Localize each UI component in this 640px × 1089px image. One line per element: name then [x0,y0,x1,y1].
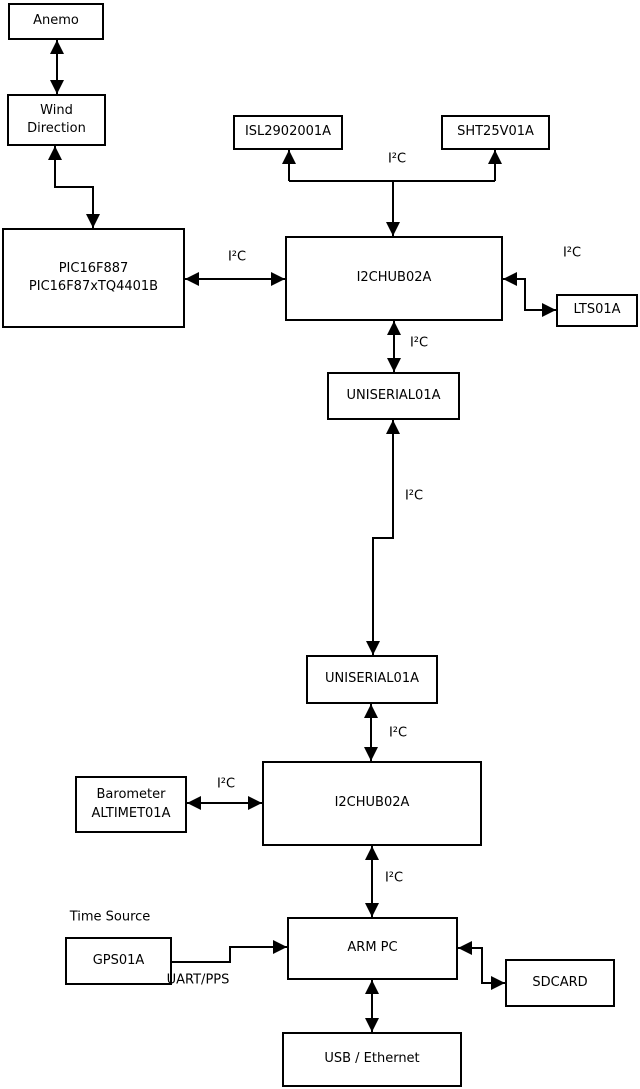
edge-label-i2c-hub2-armpc: I²C [384,870,404,886]
node-isl2902001a: ISL2902001A [233,115,343,150]
connector-winddirection-pic [48,146,100,228]
edge-label-i2c-top-branch: I²C [387,151,407,167]
node-usb-ethernet: USB / Ethernet [282,1032,462,1087]
edge-label-i2c-hub1-lts: I²C [562,245,582,261]
node-sht25v01a: SHT25V01A [441,115,550,150]
edge-label-uart-pps: UART/PPS [166,972,230,988]
connector-gps-armpc [172,940,287,963]
node-uniserial01a-lower: UNISERIAL01A [306,655,438,704]
connector-armpc-sdcard [458,941,505,990]
node-barometer-altimet01a: Barometer ALTIMET01A [75,776,187,833]
node-sdcard: SDCARD [505,959,615,1007]
edge-label-i2c-uniserial-link: I²C [404,488,424,504]
edge-label-i2c-barometer-hub2: I²C [216,776,236,792]
node-wind-direction: Wind Direction [7,94,106,146]
node-uniserial01a-upper: UNISERIAL01A [327,372,460,420]
node-gps01a: GPS01A [65,937,172,985]
connector-hub1-lts [503,272,556,317]
node-i2chub02a-upper: I2CHUB02A [285,236,503,321]
node-anemo: Anemo [8,3,104,40]
node-lts01a: LTS01A [556,294,638,327]
edge-label-i2c-uniserial2-hub2: I²C [388,725,408,741]
connector-uniserial1-uniserial2 [366,420,400,655]
edge-label-i2c-pic-hub1: I²C [227,249,247,265]
node-arm-pc: ARM PC [287,917,458,980]
node-i2chub02a-lower: I2CHUB02A [262,761,482,846]
edge-label-time-source: Time Source [69,909,151,925]
node-pic16f887: PIC16F887 PIC16F87xTQ4401B [2,228,185,328]
edge-label-i2c-hub1-uniserial1: I²C [409,335,429,351]
